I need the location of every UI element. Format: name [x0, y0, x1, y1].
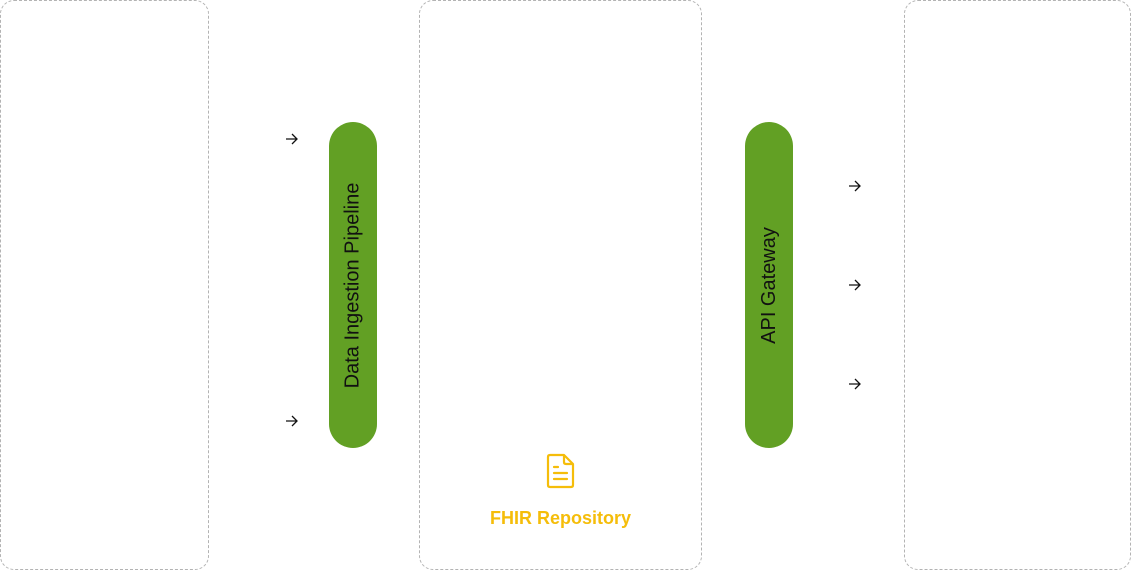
api-gateway-node[interactable]: API Gateway — [745, 122, 793, 448]
fhir-repository-label: FHIR Repository — [489, 508, 631, 528]
api-gateway-label: API Gateway — [757, 226, 780, 344]
data-ingestion-pipeline-label: Data Ingestion Pipeline — [341, 182, 364, 388]
right-group-container — [904, 0, 1131, 570]
arrow-right-icon — [848, 279, 862, 291]
document-icon — [545, 453, 577, 489]
arrow-right-icon — [848, 180, 862, 192]
left-group-container — [0, 0, 209, 570]
arrow-right-icon — [285, 133, 299, 145]
middle-group-container — [419, 0, 702, 570]
arrow-right-icon — [848, 378, 862, 390]
data-ingestion-pipeline-node[interactable]: Data Ingestion Pipeline — [329, 122, 377, 448]
arrow-right-icon — [285, 415, 299, 427]
